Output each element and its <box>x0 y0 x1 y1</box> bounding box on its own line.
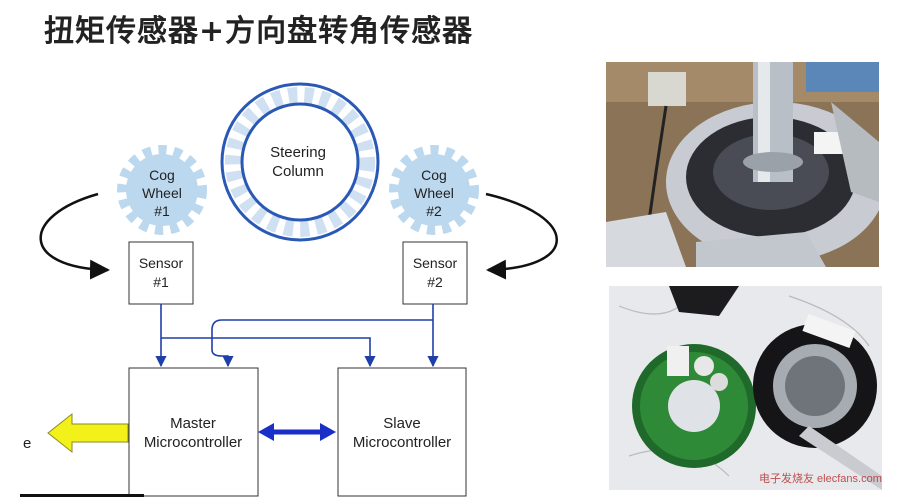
steering-column-label-1: Steering <box>270 144 326 161</box>
slave-microcontroller-box: Slave Microcontroller <box>337 367 467 497</box>
cog-wheel-2-label-2: Wheel <box>414 185 454 201</box>
cog-wheel-2-label-3: #2 <box>426 203 442 219</box>
output-arrow <box>47 412 129 454</box>
master-microcontroller-box: Master Microcontroller <box>128 367 259 497</box>
cog-wheel-2-label-1: Cog <box>421 167 447 183</box>
master-label-2: Microcontroller <box>144 434 242 451</box>
slave-label-1: Slave <box>383 415 421 432</box>
sensor-2-label-1: Sensor <box>413 255 458 271</box>
page-title: 扭矩传感器+方向盘转角传感器 <box>44 14 474 49</box>
sensor2-to-master <box>211 319 433 368</box>
cog-wheel-1-label-3: #1 <box>154 203 170 219</box>
cog-wheel-1-label-1: Cog <box>149 167 175 183</box>
master-label-1: Master <box>170 415 216 432</box>
photo-watermark: 电子发烧友 elecfans.com <box>759 471 882 485</box>
steering-column-label-2: Column <box>272 163 324 180</box>
bidirectional-arrow <box>258 423 336 441</box>
sensor-circuit-board-photo: 电子发烧友 elecfans.com <box>609 286 882 490</box>
sensor-1-label-1: Sensor <box>139 255 184 271</box>
sensor1-to-slave <box>161 337 376 368</box>
output-label: e <box>23 435 31 452</box>
steering-column: Steering Column <box>220 82 380 242</box>
sensor-2-box: Sensor #2 <box>402 241 468 305</box>
cog-wheel-1-label-2: Wheel <box>142 185 182 201</box>
sensor-1-label-2: #1 <box>153 274 169 290</box>
sensor-2-label-2: #2 <box>427 274 443 290</box>
signal-connectors <box>155 304 439 368</box>
curve-arrow-left <box>39 192 110 280</box>
steering-sensor-assembly-photo <box>606 62 879 267</box>
cog-wheel-1: Cog Wheel #1 <box>117 145 207 235</box>
sensor-1-box: Sensor #1 <box>128 241 194 305</box>
curve-arrow-right <box>485 192 558 280</box>
cog-wheel-2: Cog Wheel #2 <box>389 145 479 235</box>
slave-label-2: Microcontroller <box>353 434 451 451</box>
torque-sensor-diagram: Steering Column Cog Wheel #1 Cog Wheel #… <box>23 82 558 497</box>
bottom-divider <box>20 494 144 497</box>
